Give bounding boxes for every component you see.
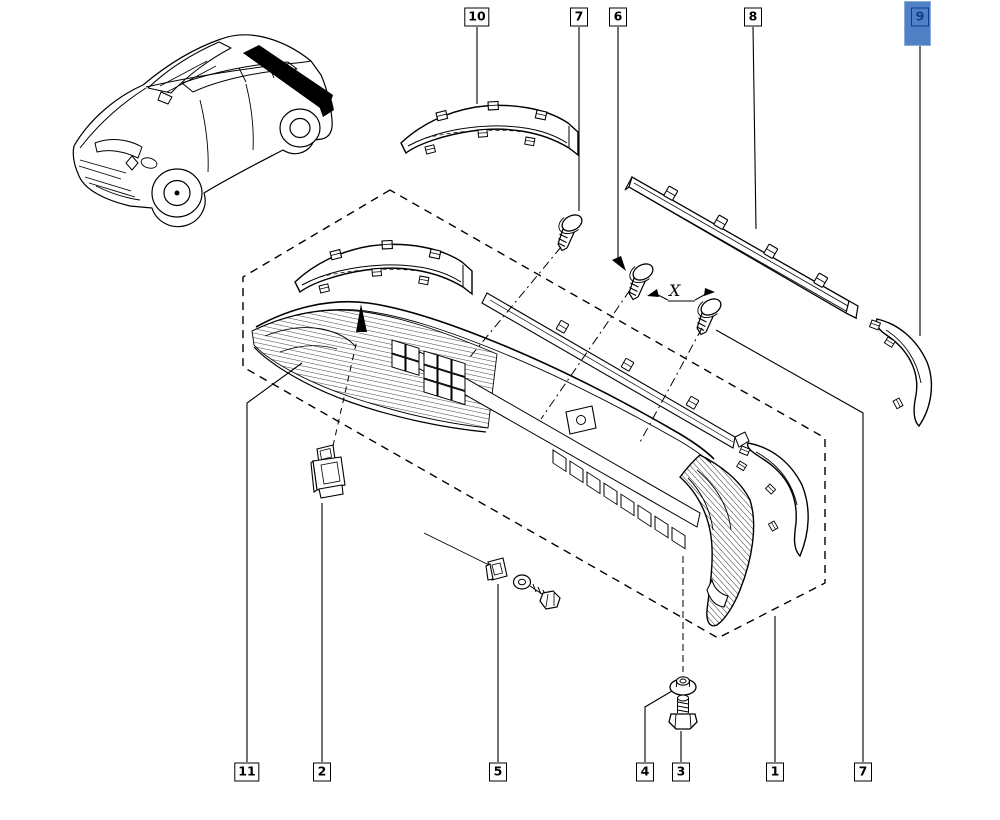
bumper-inner-reinforcements [391, 292, 750, 550]
callout-label: 7 [574, 8, 584, 24]
callout-label: 3 [676, 763, 686, 779]
callout-label: 1 [770, 763, 780, 779]
end-cap-part-7-lower [736, 442, 809, 558]
end-cap-part-9 [869, 318, 933, 428]
bolt-part-3-washer-part-4 [668, 556, 698, 730]
callout-11[interactable]: 11 [234, 762, 260, 782]
callout-9-highlight [904, 1, 931, 46]
leader-lines [246, 26, 921, 762]
callout-label: 6 [613, 8, 623, 24]
callout-label: 10 [468, 8, 486, 24]
support-rail-part-8 [624, 176, 859, 320]
callout-5[interactable]: 5 [489, 762, 507, 782]
fastener-set-part-5 [423, 532, 561, 610]
callout-7[interactable]: 7 [570, 7, 588, 27]
insertion-arrow [356, 304, 367, 332]
screw-axes [469, 246, 703, 445]
callout-label: 11 [238, 763, 256, 779]
bumper-cover-part [251, 300, 755, 627]
callout-2[interactable]: 2 [313, 762, 331, 782]
leader-6-arrowhead [612, 256, 626, 271]
callout-label: 8 [748, 8, 758, 24]
annotation-x: X [669, 281, 681, 300]
callout-8[interactable]: 8 [744, 7, 762, 27]
assembly-boundary-dashed-box [242, 189, 826, 639]
callout-1[interactable]: 1 [766, 762, 784, 782]
callout-4[interactable]: 4 [636, 762, 654, 782]
callout-6[interactable]: 6 [609, 7, 627, 27]
x-annotation-pointers [647, 288, 715, 302]
callout-7-b[interactable]: 7 [854, 762, 872, 782]
callout-9[interactable]: 9 [911, 7, 929, 27]
car-illustration [72, 34, 334, 228]
callout-label: 9 [915, 8, 925, 24]
callout-3[interactable]: 3 [672, 762, 690, 782]
callout-label: 4 [640, 763, 650, 779]
callout-label: 7 [858, 763, 868, 779]
callout-10[interactable]: 10 [464, 7, 490, 27]
callout-label: 5 [493, 763, 503, 779]
callout-label: 2 [317, 763, 327, 779]
clip-part-2 [310, 304, 367, 499]
